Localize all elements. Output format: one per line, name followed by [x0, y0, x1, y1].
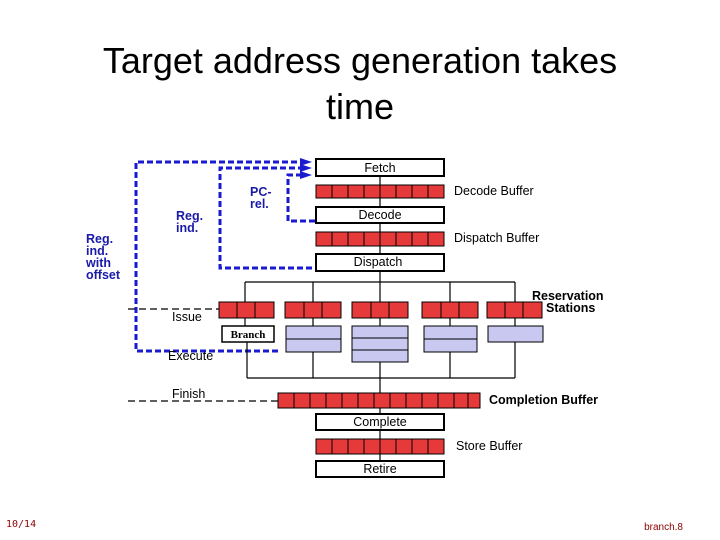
- dispatch-stage: Dispatch: [315, 253, 445, 272]
- functional-unit: [351, 325, 409, 363]
- complete-stage: Complete: [315, 413, 445, 431]
- reservation-station: [486, 301, 543, 319]
- reservation-station: [351, 301, 409, 319]
- functional-unit: [423, 325, 478, 353]
- retire-stage: Retire: [315, 460, 445, 478]
- flow-lines: [244, 176, 516, 461]
- functional-units: Branch: [221, 325, 544, 363]
- completion-buffer-label: Completion Buffer: [489, 393, 598, 407]
- dispatch-label: Dispatch: [354, 255, 403, 269]
- store-buffer: Store Buffer: [315, 438, 522, 455]
- page-number: 10/14: [6, 519, 37, 530]
- title-line-2: time: [325, 86, 394, 127]
- slide-footer: branch.8: [644, 522, 683, 533]
- pc-rel-label-line2: rel.: [250, 197, 269, 211]
- stage-separator-lines: [128, 308, 280, 402]
- reservation-station: [284, 301, 342, 319]
- decode-label: Decode: [358, 208, 401, 222]
- fetch-stage: Fetch: [315, 158, 445, 177]
- reg-ind-label-line2: ind.: [176, 221, 198, 235]
- reservation-label-line1: Reservation: [532, 289, 604, 303]
- decode-buffer: Decode Buffer: [315, 184, 534, 199]
- reservation-stations: Reservation Stations: [218, 289, 604, 319]
- dispatch-buffer: Dispatch Buffer: [315, 231, 539, 247]
- completion-buffer: Completion Buffer: [277, 392, 598, 409]
- decode-stage: Decode: [315, 206, 445, 224]
- reg-ind-path: [218, 166, 312, 270]
- reservation-station: [218, 301, 275, 319]
- issue-label: Issue: [172, 310, 202, 324]
- fetch-label: Fetch: [364, 161, 395, 175]
- retire-label: Retire: [363, 462, 396, 476]
- store-buffer-label: Store Buffer: [456, 439, 522, 453]
- functional-unit: [487, 325, 544, 343]
- reg-ind-offset-label-line3: with: [85, 256, 111, 270]
- title-line-1: Target address generation takes: [102, 40, 618, 81]
- address-path-labels: PC- rel. Reg. ind. Reg. ind. with offset: [85, 185, 272, 282]
- reg-ind-offset-label-line2: ind.: [86, 244, 108, 258]
- branch-unit: Branch: [221, 325, 275, 343]
- finish-label: Finish: [172, 387, 205, 401]
- reservation-station: [421, 301, 479, 319]
- functional-unit: [285, 325, 342, 353]
- decode-buffer-label: Decode Buffer: [454, 184, 534, 198]
- branch-label: Branch: [231, 329, 266, 341]
- reg-ind-offset-path: [134, 160, 300, 353]
- reg-ind-label-line1: Reg.: [176, 209, 203, 223]
- dispatch-buffer-label: Dispatch Buffer: [454, 231, 539, 245]
- complete-label: Complete: [353, 415, 407, 429]
- pc-rel-path: [286, 173, 315, 223]
- slide-title: Target address generation takes time: [0, 38, 720, 130]
- execute-label: Execute: [168, 349, 213, 363]
- reservation-label-line2: Stations: [546, 301, 595, 315]
- address-feedback-paths: [134, 160, 315, 353]
- reg-ind-offset-label-line4: offset: [86, 268, 121, 282]
- fetch-arrowheads: [300, 158, 312, 179]
- reg-ind-offset-label-line1: Reg.: [86, 232, 113, 246]
- pc-rel-label-line1: PC-: [250, 185, 272, 199]
